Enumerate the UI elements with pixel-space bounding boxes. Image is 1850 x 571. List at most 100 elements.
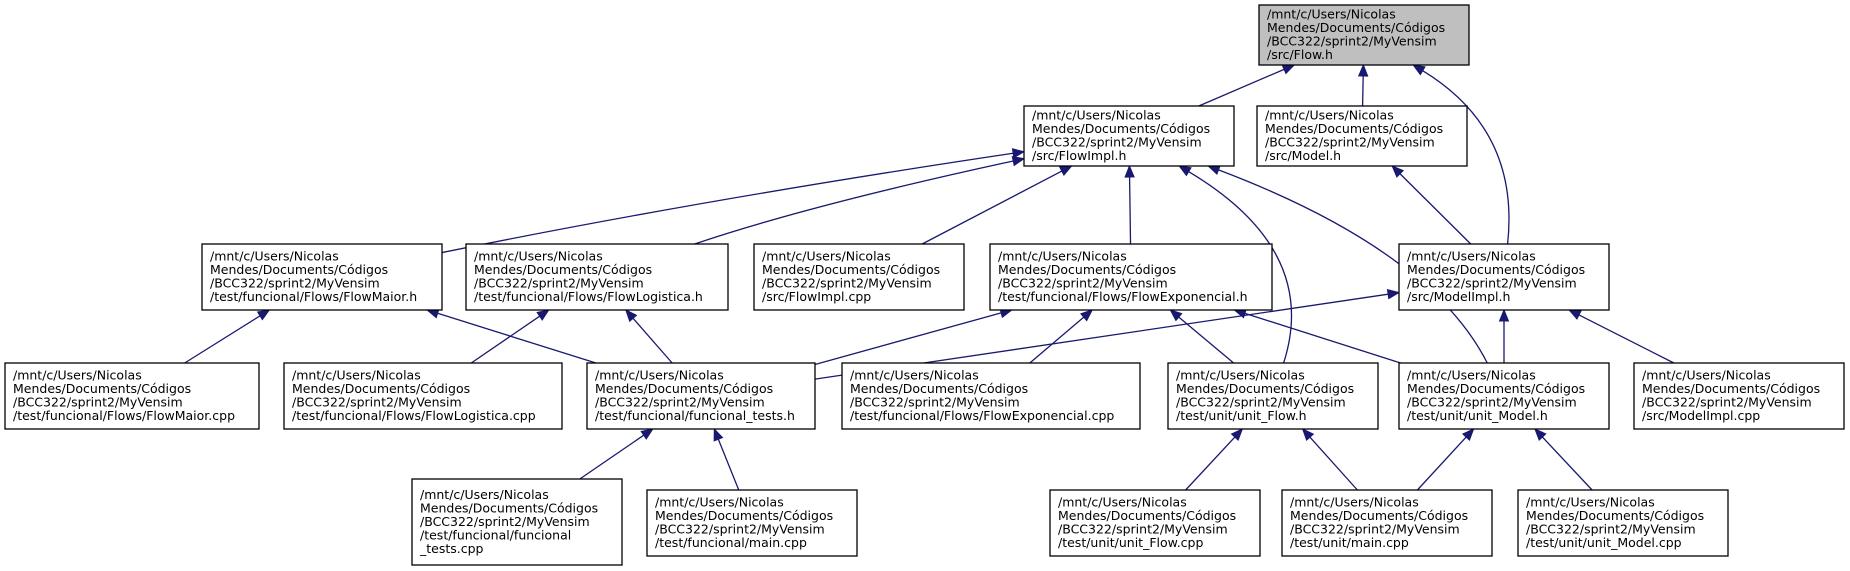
node-label-line: /BCC322/sprint2/MyVensim (1058, 522, 1228, 537)
node-label-line: /test/unit/unit_Model.h (1407, 408, 1548, 423)
dependency-edge-flowlogistica_h-to-flowimpl_h (694, 160, 1014, 245)
file-node-modelimpl_cpp[interactable]: /mnt/c/Users/Nicolas Mendes/Documents/Có… (1633, 362, 1845, 430)
dependency-edge-flowexp_h-to-flowimpl_h (1128, 176, 1132, 245)
file-node-unitflow_cpp[interactable]: /mnt/c/Users/Nicolas Mendes/Documents/Có… (1049, 489, 1261, 557)
dependency-edge-modelimpl_h-to-model_h (1399, 173, 1472, 245)
node-label-line: /src/Flow.h (1267, 47, 1333, 62)
node-label-line: /BCC322/sprint2/MyVensim (762, 276, 932, 291)
file-node-model_h[interactable]: /mnt/c/Users/Nicolas Mendes/Documents/Có… (1256, 105, 1468, 167)
node-box (1167, 362, 1379, 430)
node-label-line: /mnt/c/Users/Nicolas (474, 249, 603, 264)
node-box (201, 243, 443, 311)
node-label-line: /mnt/c/Users/Nicolas (762, 249, 891, 264)
dependency-edge-functests_cpp-to-functests_h (579, 434, 645, 480)
node-box (586, 362, 816, 430)
node-label-line: /BCC322/sprint2/MyVensim (998, 276, 1168, 291)
arrowhead-icon (1534, 428, 1547, 441)
arrowhead-icon (640, 428, 654, 440)
node-label-line: /mnt/c/Users/Nicolas (210, 249, 339, 264)
node-label-line: /BCC322/sprint2/MyVensim (292, 395, 462, 410)
node-label-line: /mnt/c/Users/Nicolas (1526, 495, 1655, 510)
node-label-line: /BCC322/sprint2/MyVensim (13, 395, 183, 410)
node-label-line: /src/FlowImpl.h (1032, 148, 1126, 163)
node-label-line: /test/unit/unit_Model.cpp (1526, 535, 1682, 550)
node-label-line: /mnt/c/Users/Nicolas (1290, 495, 1419, 510)
node-label-line: /test/unit/unit_Flow.h (1176, 408, 1307, 423)
node-label-line: /BCC322/sprint2/MyVensim (1526, 522, 1696, 537)
node-label-line: Mendes/Documents/Códigos (420, 500, 598, 515)
node-label-line: /BCC322/sprint2/MyVensim (1267, 34, 1437, 49)
node-label-line: /mnt/c/Users/Nicolas (1265, 108, 1394, 123)
node-label-line: Mendes/Documents/Códigos (998, 262, 1176, 277)
dependency-edge-flowimpl_h-to-flow_h (1198, 68, 1285, 107)
node-label-line: /test/funcional/Flows/FlowMaior.cpp (13, 408, 235, 423)
node-label-line: /test/funcional/Flows/FlowLogistica.cpp (292, 408, 536, 423)
arrowhead-icon (1281, 64, 1296, 75)
dependency-edge-func_main_cpp-to-functests_h (717, 438, 740, 491)
node-box (411, 478, 623, 566)
node-label-line: /mnt/c/Users/Nicolas (1176, 368, 1305, 383)
file-node-unit_main_cpp[interactable]: /mnt/c/Users/Nicolas Mendes/Documents/Có… (1281, 489, 1493, 557)
node-label-line: /mnt/c/Users/Nicolas (1058, 495, 1187, 510)
dependency-edge-unitflow_h-to-flowexp_h (1178, 316, 1235, 364)
file-node-flowlogistica_cpp[interactable]: /mnt/c/Users/Nicolas Mendes/Documents/Có… (283, 362, 563, 430)
arrowhead-icon (1011, 148, 1026, 159)
node-label-line: /BCC322/sprint2/MyVensim (1642, 395, 1812, 410)
node-box (753, 243, 965, 311)
node-label-line: /src/FlowImpl.cpp (762, 289, 871, 304)
node-label-line: Mendes/Documents/Códigos (1267, 20, 1445, 35)
file-node-unitmodel_h[interactable]: /mnt/c/Users/Nicolas Mendes/Documents/Có… (1398, 362, 1610, 430)
node-label-line: /BCC322/sprint2/MyVensim (850, 395, 1020, 410)
node-label-line: Mendes/Documents/Códigos (850, 381, 1028, 396)
node-box (646, 489, 858, 557)
dependency-edge-functests_h-to-flowlogistica_h (632, 317, 673, 364)
file-node-flowmaior_cpp[interactable]: /mnt/c/Users/Nicolas Mendes/Documents/Có… (4, 362, 260, 430)
dependency-edge-unit_main_cpp-to-unitflow_h (1309, 436, 1358, 491)
file-node-unitmodel_cpp[interactable]: /mnt/c/Users/Nicolas Mendes/Documents/Có… (1517, 489, 1729, 557)
node-label-line: /test/funcional/Flows/FlowMaior.h (210, 289, 417, 304)
node-label-line: /test/unit/main.cpp (1290, 535, 1409, 550)
node-box (1281, 489, 1493, 557)
node-label-line: /mnt/c/Users/Nicolas (1267, 7, 1396, 22)
arrowhead-icon (713, 427, 724, 442)
file-node-flowmaior_h[interactable]: /mnt/c/Users/Nicolas Mendes/Documents/Có… (201, 243, 443, 311)
node-label-line: /mnt/c/Users/Nicolas (1642, 368, 1771, 383)
arrowhead-icon (1461, 428, 1475, 442)
node-label-line: /test/funcional/funcional_tests.h (595, 408, 795, 423)
node-box (283, 362, 563, 430)
node-label-line: /mnt/c/Users/Nicolas (1032, 108, 1161, 123)
node-box (1517, 489, 1729, 557)
arrowhead-icon (1058, 165, 1073, 176)
node-box (1398, 362, 1610, 430)
node-label-line: /test/funcional/funcional (420, 527, 571, 542)
file-node-flowimpl_cpp[interactable]: /mnt/c/Users/Nicolas Mendes/Documents/Có… (753, 243, 965, 311)
dependency-edge-flowmaior_h-to-flowimpl_h (441, 152, 1014, 254)
node-box (1023, 105, 1235, 167)
node-label-line: /BCC322/sprint2/MyVensim (420, 514, 590, 529)
node-label-line: Mendes/Documents/Códigos (210, 262, 388, 277)
node-label-line: Mendes/Documents/Códigos (1290, 508, 1468, 523)
node-box (1049, 489, 1261, 557)
node-label-line: /mnt/c/Users/Nicolas (998, 249, 1127, 264)
file-node-flowexp_h[interactable]: /mnt/c/Users/Nicolas Mendes/Documents/Có… (989, 243, 1273, 311)
node-label-line: /src/ModelImpl.h (1407, 289, 1510, 304)
file-node-func_main_cpp[interactable]: /mnt/c/Users/Nicolas Mendes/Documents/Có… (646, 489, 858, 557)
node-box (1258, 4, 1470, 66)
dependency-edge-unitmodel_h-to-flowexp_h (1244, 312, 1401, 364)
file-node-functests_h[interactable]: /mnt/c/Users/Nicolas Mendes/Documents/Có… (586, 362, 816, 430)
file-node-flowimpl_h[interactable]: /mnt/c/Users/Nicolas Mendes/Documents/Có… (1023, 105, 1235, 167)
file-node-flow_h[interactable]: /mnt/c/Users/Nicolas Mendes/Documents/Có… (1258, 4, 1470, 66)
arrowhead-icon (1391, 165, 1405, 178)
arrowhead-icon (1412, 64, 1426, 76)
dependency-edge-modelimpl_cpp-to-modelimpl_h (1578, 314, 1675, 364)
file-node-modelimpl_h[interactable]: /mnt/c/Users/Nicolas Mendes/Documents/Có… (1398, 243, 1610, 311)
file-node-flowlogistica_h[interactable]: /mnt/c/Users/Nicolas Mendes/Documents/Có… (465, 243, 729, 311)
node-label-line: Mendes/Documents/Códigos (1642, 381, 1820, 396)
arrowhead-icon (1206, 165, 1221, 175)
file-node-flowexp_cpp[interactable]: /mnt/c/Users/Nicolas Mendes/Documents/Có… (841, 362, 1141, 430)
arrowhead-icon (1178, 165, 1192, 177)
dependency-edge-unitflow_h-to-flowimpl_h (1188, 171, 1293, 364)
file-node-functests_cpp[interactable]: /mnt/c/Users/Nicolas Mendes/Documents/Có… (411, 478, 623, 566)
file-node-unitflow_h[interactable]: /mnt/c/Users/Nicolas Mendes/Documents/Có… (1167, 362, 1379, 430)
dependency-edge-flowexp_cpp-to-flowexp_h (1029, 316, 1085, 364)
